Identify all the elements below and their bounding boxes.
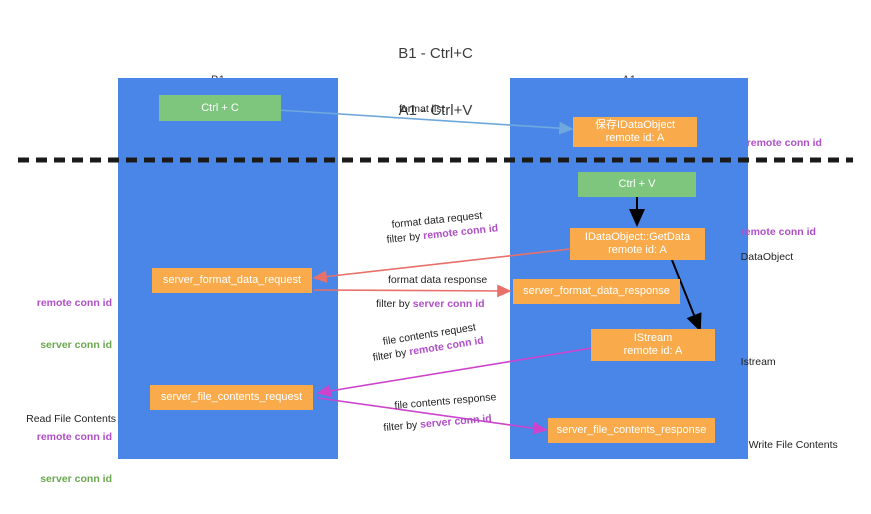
node-save-idataobject[interactable]: 保存IDataObject remote id: A: [573, 117, 697, 147]
node-server-format-data-response-label: server_format_data_response: [523, 285, 670, 297]
arrow-format-list: [277, 109, 574, 135]
annotation-remote-conn-id: remote conn id: [36, 297, 112, 309]
annotation-text: Write File Contents: [748, 439, 838, 451]
node-istream[interactable]: IStream remote id: A: [591, 329, 715, 361]
node-server-format-data-response[interactable]: server_format_data_response: [513, 279, 680, 304]
node-server-file-contents-request[interactable]: server_file_contents_request: [150, 385, 313, 410]
annotation-remote-conn-id: remote conn id: [36, 431, 112, 443]
filter-prefix: filter by: [383, 418, 421, 434]
node-server-file-contents-response[interactable]: server_file_contents_response: [548, 418, 715, 443]
node-ctrl-c-label: Ctrl + C: [201, 101, 239, 114]
annotation-left-conn-ids-bottom: remote conn id server conn id: [0, 402, 112, 514]
node-server-file-contents-request-label: server_file_contents_request: [160, 391, 303, 403]
annotation-right-remote-conn-id-mid: remote conn id: [729, 211, 816, 253]
node-server-file-contents-response-label: server_file_contents_response: [556, 424, 707, 436]
annotation-right-remote-conn-id-top: remote conn id: [735, 122, 822, 164]
node-server-format-data-request-label: server_format_data_request: [162, 274, 302, 286]
node-server-format-data-request[interactable]: server_format_data_request: [152, 268, 312, 293]
node-save-idataobject-label: 保存IDataObject: [594, 119, 676, 131]
annotation-text: remote conn id: [746, 137, 822, 149]
filter-key-server-conn-id: server conn id: [412, 298, 485, 310]
diagram-canvas: B1 - Ctrl+C A1 - Ctrl+V B1 connection A1…: [0, 6, 871, 485]
arrow-format-data-response: [313, 284, 512, 298]
edge-label-format-list: format list: [399, 103, 445, 116]
annotation-server-conn-id: server conn id: [40, 473, 112, 485]
edge-label-format-data-response-text: format data response: [388, 274, 488, 286]
node-save-idataobject-sub: remote id: A: [605, 132, 665, 144]
annotation-server-conn-id: server conn id: [40, 339, 112, 351]
edge-label-format-data-response-filter: filter by server conn id: [376, 298, 485, 311]
arrow-file-contents-response: [317, 397, 548, 435]
annotation-right-dataobject: DataObject: [729, 236, 794, 278]
node-ctrl-v-label: Ctrl + V: [618, 178, 656, 190]
connector-layer: [18, 109, 853, 435]
annotation-right-write-file-contents: Write File Contents: [737, 424, 838, 466]
annotation-text: Read File Contents: [26, 413, 116, 425]
filter-prefix: filter by: [386, 230, 424, 246]
arrow-response-to-istream: [671, 259, 702, 332]
node-istream-label: IStream: [633, 332, 673, 344]
annotation-text: remote conn id: [740, 226, 816, 238]
annotation-right-istream: Istream: [729, 341, 776, 383]
annotation-text: Istream: [740, 356, 776, 368]
diagram-title: B1 - Ctrl+C A1 - Ctrl+V: [0, 6, 871, 158]
node-istream-sub: remote id: A: [623, 345, 683, 357]
title-line-1: B1 - Ctrl+C: [398, 45, 473, 62]
arrow-file-contents-request: [316, 347, 593, 398]
annotation-left-read-file-contents: Read File Contents: [0, 384, 116, 454]
node-ctrl-c[interactable]: Ctrl + C: [159, 95, 281, 121]
node-ctrl-v[interactable]: Ctrl + V: [578, 172, 696, 197]
edge-label-format-data-response: format data response: [388, 274, 487, 287]
title-line-2: A1 - Ctrl+V: [398, 102, 473, 119]
annotation-left-conn-ids-top: remote conn id server conn id: [0, 268, 112, 380]
filter-prefix: filter by: [376, 298, 413, 310]
arrow-format-data-request: [312, 248, 571, 283]
annotation-text: DataObject: [740, 251, 794, 263]
node-getdata-label: IDataObject::GetData: [584, 231, 691, 243]
node-getdata-sub: remote id: A: [608, 244, 667, 256]
node-getdata[interactable]: IDataObject::GetData remote id: A: [570, 228, 705, 260]
edge-label-format-list-text: format list: [399, 103, 445, 115]
